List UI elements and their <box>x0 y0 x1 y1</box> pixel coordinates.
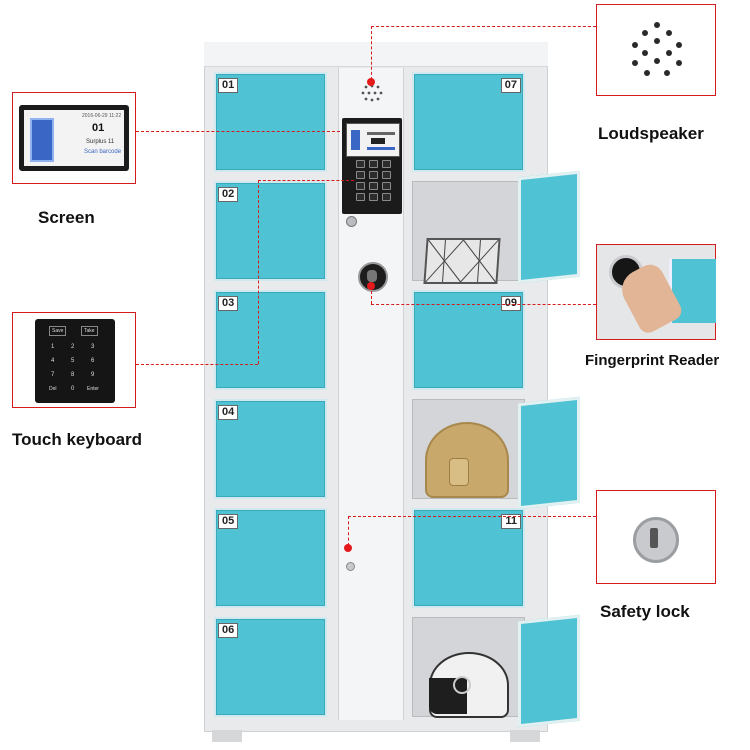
locker-number-label: 05 <box>218 514 239 529</box>
fingerprint-icon <box>367 270 377 282</box>
screen-caption: Screen <box>38 208 95 227</box>
screen-timestamp: 2016-06-29 11:22 <box>82 113 122 119</box>
open-locker-door[interactable] <box>518 170 580 284</box>
loudspeaker-callout-line-vertical <box>371 26 372 80</box>
screen-surplus-text: Surplus 11 <box>86 139 115 145</box>
locker-number-label: 07 <box>500 78 521 93</box>
locker-door-04[interactable]: 04 <box>214 399 327 499</box>
screen-callout-box: 2016-06-29 11:22 01 Surplus 11 Scan barc… <box>12 92 136 184</box>
screen-display: 2016-06-29 11:22 01 Surplus 11 Scan barc… <box>24 110 124 166</box>
take-key[interactable]: Take <box>81 326 98 336</box>
safety-lock-callout-line <box>348 516 596 517</box>
locker-number-label: 02 <box>218 187 239 202</box>
locker-number-label: 01 <box>218 78 239 93</box>
keyhole-icon <box>346 562 355 571</box>
save-key[interactable]: Save <box>49 326 67 336</box>
safety-lock-callout-line-vertical <box>348 516 349 546</box>
digit-key[interactable]: 1 <box>51 344 55 350</box>
digit-key[interactable]: 7 <box>51 372 55 378</box>
locker-door-07[interactable]: 07 <box>412 72 525 172</box>
keyboard-closeup: Save Take 1 2 3 4 5 6 7 8 9 Del 0 Enter <box>35 319 115 403</box>
keyhole-icon <box>650 528 658 548</box>
enter-key[interactable]: Enter <box>87 386 99 392</box>
fingerprint-callout-line-vertical <box>371 286 372 304</box>
locker-number-label: 06 <box>218 623 239 638</box>
cabinet-top <box>204 42 548 67</box>
cabinet-lcd-screen <box>346 123 400 157</box>
locker-door-03[interactable]: 03 <box>214 290 327 390</box>
fingerprint-marker-dot <box>367 282 375 290</box>
open-locker-compartment <box>412 181 525 284</box>
digit-key[interactable]: 8 <box>71 372 75 378</box>
open-locker-compartment <box>412 399 525 499</box>
cabinet-foot-right <box>510 730 540 742</box>
digit-key[interactable]: 3 <box>91 344 95 350</box>
screen-callout-line <box>136 131 340 132</box>
delete-key[interactable]: Del <box>49 386 57 392</box>
loudspeaker-caption: Loudspeaker <box>598 124 704 143</box>
locker-number-label: 03 <box>218 296 239 311</box>
locker-door-11[interactable]: 11 <box>412 508 525 608</box>
locker-number-label: 09 <box>500 296 521 311</box>
screen-closeup: 2016-06-29 11:22 01 Surplus 11 Scan barc… <box>19 105 129 171</box>
keyboard-callout-box: Save Take 1 2 3 4 5 6 7 8 9 Del 0 Enter <box>12 312 136 408</box>
digit-key[interactable]: 0 <box>71 386 75 392</box>
bag-strap <box>449 458 469 486</box>
lcd-barcode-graphic <box>351 130 360 150</box>
cabinet-foot-left <box>212 730 242 742</box>
keyboard-callout-line-top <box>258 180 354 181</box>
safety-lock-icon <box>633 517 679 563</box>
bag-ring <box>453 676 471 694</box>
fingerprint-callout-line <box>371 304 596 305</box>
safety-lock-marker-dot <box>344 544 352 552</box>
loudspeaker-callout-line <box>371 26 596 27</box>
locker-number-label: 11 <box>501 514 521 529</box>
geometric-bag <box>423 238 501 284</box>
cabinet-keypad <box>356 160 392 208</box>
safety-lock-caption: Safety lock <box>600 602 690 621</box>
locker-number-label: 04 <box>218 405 239 420</box>
open-locker-compartment <box>412 617 525 718</box>
digit-key[interactable]: 6 <box>91 358 95 364</box>
screen-locker-number: 01 <box>92 122 105 134</box>
loudspeaker-icon <box>632 22 682 76</box>
bag-pattern-icon <box>425 239 499 283</box>
keyboard-callout-line-vertical <box>258 180 259 364</box>
control-panel-lock-icon <box>346 216 357 227</box>
locker-door-02[interactable]: 02 <box>214 181 327 281</box>
locker-door-01[interactable]: 01 <box>214 72 327 172</box>
open-locker-door[interactable] <box>518 396 580 510</box>
digit-key[interactable]: 9 <box>91 372 95 378</box>
locker-door-06[interactable]: 06 <box>214 617 327 717</box>
digit-key[interactable]: 4 <box>51 358 55 364</box>
locker-door-09[interactable]: 09 <box>412 290 525 390</box>
safety-lock-callout-box <box>596 490 716 584</box>
fingerprint-reader-caption: Fingerprint Reader <box>585 352 720 369</box>
digit-key[interactable]: 5 <box>71 358 75 364</box>
digit-key[interactable]: 2 <box>71 344 75 350</box>
loudspeaker-callout-box <box>596 4 716 96</box>
barcode-graphic <box>30 118 54 162</box>
loudspeaker-marker-dot <box>367 78 375 86</box>
fingerprint-callout-box <box>596 244 716 340</box>
screen-scan-text: Scan barcode <box>84 149 122 155</box>
locker-door-05[interactable]: 05 <box>214 508 327 608</box>
open-locker-door[interactable] <box>518 614 580 728</box>
keyboard-callout-line <box>136 364 258 365</box>
touch-keyboard-caption: Touch keyboard <box>12 430 143 449</box>
